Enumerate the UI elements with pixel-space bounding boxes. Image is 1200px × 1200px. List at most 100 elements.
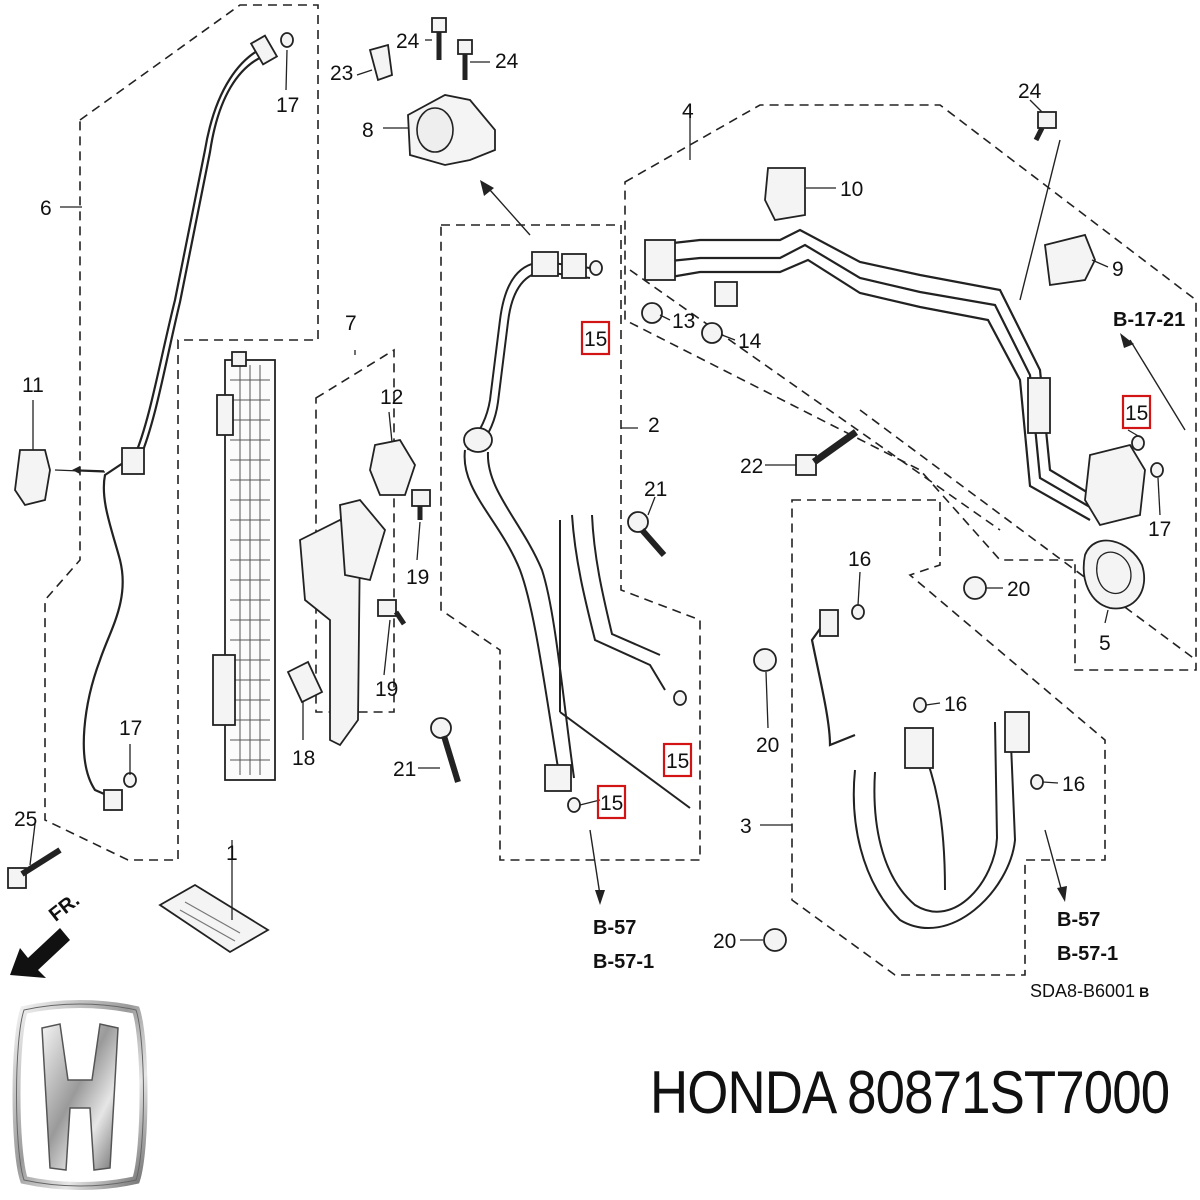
- pipe-6: [82, 43, 271, 802]
- part-11-clip: [14, 449, 51, 507]
- part-19-bolt-a: [411, 489, 431, 520]
- outline-group-6: [44, 4, 319, 861]
- callout-4: 4: [682, 100, 694, 123]
- part-5-gasket: [1082, 539, 1145, 610]
- callout-20-a: 20: [1007, 578, 1030, 601]
- hose-2-main-inner: [486, 451, 575, 779]
- pipe-6-clamp: [121, 447, 145, 475]
- part-25-bolt: [7, 847, 62, 889]
- callout-5: 5: [1099, 632, 1111, 655]
- outline-group-3: [791, 499, 1106, 976]
- divider-line-a: [859, 409, 1197, 661]
- highlight-box-15-d: [596, 784, 627, 820]
- part-18-sensor: [286, 660, 324, 704]
- pipe-6-inner: [138, 53, 267, 459]
- gasket-inner: [1096, 551, 1132, 595]
- callout-13: 13: [672, 310, 695, 333]
- pipe-4-a: [654, 228, 1101, 501]
- ref-b-17-21: B-17-21: [1113, 309, 1185, 331]
- part-20-nut-c: [763, 928, 787, 952]
- stub-hose-inner: [591, 514, 661, 656]
- callout-6: 6: [40, 197, 52, 220]
- ref-b-57-1-left: B-57-1: [593, 951, 654, 973]
- hose-3-main-inner: [873, 721, 999, 913]
- leader-lines: [29, 39, 1161, 941]
- hose-2-fitting-mid: [463, 427, 493, 453]
- parts-diagram: 6 17 23 24 24 8 7 12 11 19 19 18 17 25 1…: [7, 4, 1197, 1000]
- callout-20-c: 20: [713, 930, 736, 953]
- callout-19-a: 19: [406, 566, 429, 589]
- hose-2-fitting-nut: [561, 253, 587, 279]
- part-12-clamp: [369, 438, 416, 496]
- fr-label: FR.: [45, 889, 84, 926]
- callout-9: 9: [1112, 258, 1124, 281]
- part-10-clip: [764, 167, 806, 221]
- ref-b-57-left: B-57: [593, 917, 636, 939]
- pipe-4-block: [1084, 443, 1146, 527]
- callout-16-c: 16: [1062, 773, 1085, 796]
- part-19-bolt-b: [377, 599, 407, 626]
- hose-3-fitting-right: [1004, 711, 1030, 753]
- ref-b-57-right: B-57: [1057, 909, 1100, 931]
- hose-3-main: [852, 719, 1017, 929]
- callout-17-right: 17: [1148, 518, 1171, 541]
- part-20-nut-a: [963, 576, 987, 600]
- o-ring-15-a: [589, 260, 603, 276]
- callout-24-b: 24: [495, 50, 519, 73]
- pipe-4-c: [664, 258, 1091, 521]
- outline-group-4: [624, 104, 1197, 671]
- hose-2-main: [463, 449, 561, 781]
- callout-16-b: 16: [944, 693, 967, 716]
- callout-3: 3: [740, 815, 752, 838]
- o-ring-15-c: [673, 690, 687, 706]
- o-ring-15-d: [567, 797, 581, 813]
- divider-line-b: [629, 269, 1001, 531]
- highlight-box-15-b: [1121, 394, 1152, 430]
- callout-25: 25: [14, 808, 37, 831]
- callout-10: 10: [840, 178, 863, 201]
- part-20-nut-b: [753, 648, 777, 672]
- part-22-bolt: [795, 429, 859, 476]
- honda-logo: [12, 1000, 148, 1190]
- callout-15-b: 15: [1125, 402, 1148, 425]
- front-arrow: [10, 928, 70, 978]
- callout-21-a: 21: [644, 478, 667, 501]
- callout-7: 7: [345, 312, 357, 335]
- hose-2-fitting-top: [531, 251, 559, 277]
- part-13-nut: [641, 302, 663, 324]
- callout-21-b: 21: [393, 758, 416, 781]
- callout-18: 18: [292, 747, 315, 770]
- pipe-4-fitting-mid: [714, 281, 738, 307]
- callout-16-a: 16: [848, 548, 871, 571]
- o-ring-17-top: [280, 32, 294, 48]
- pipe-6-fitting-bottom: [103, 789, 123, 811]
- part-number-label: HONDA 80871ST7000: [650, 1059, 1170, 1126]
- callout-17-left: 17: [119, 717, 142, 740]
- subpanel-edge-bottom: [559, 711, 691, 809]
- callout-2: 2: [648, 414, 660, 437]
- part-23-clip: [368, 43, 393, 82]
- pipe-6-fitting-top: [249, 34, 279, 66]
- hose-3-fitting-top: [904, 727, 934, 769]
- callout-11: 11: [22, 374, 44, 397]
- part-21-bolt-lower: [430, 717, 461, 783]
- callout-23: 23: [330, 62, 353, 85]
- o-ring-16-a: [851, 604, 865, 620]
- callout-22: 22: [740, 455, 763, 478]
- pipe-4-sleeve: [1027, 377, 1051, 434]
- callout-8: 8: [362, 119, 374, 142]
- o-ring-16-b: [913, 697, 927, 713]
- o-ring-16-c: [1030, 774, 1044, 790]
- callout-15-d: 15: [600, 792, 623, 815]
- hose-3-pipe: [810, 614, 856, 747]
- part-8-bracket: [407, 94, 496, 166]
- outline-group-2: [440, 224, 701, 861]
- reference-arrows: [72, 139, 1186, 905]
- callout-15-c: 15: [666, 750, 689, 773]
- stub-hose: [571, 514, 666, 691]
- callout-17-top: 17: [276, 94, 299, 117]
- callout-15-a: 15: [584, 328, 607, 351]
- callout-14: 14: [738, 330, 762, 353]
- hose-2-fitting-bottom: [544, 764, 572, 792]
